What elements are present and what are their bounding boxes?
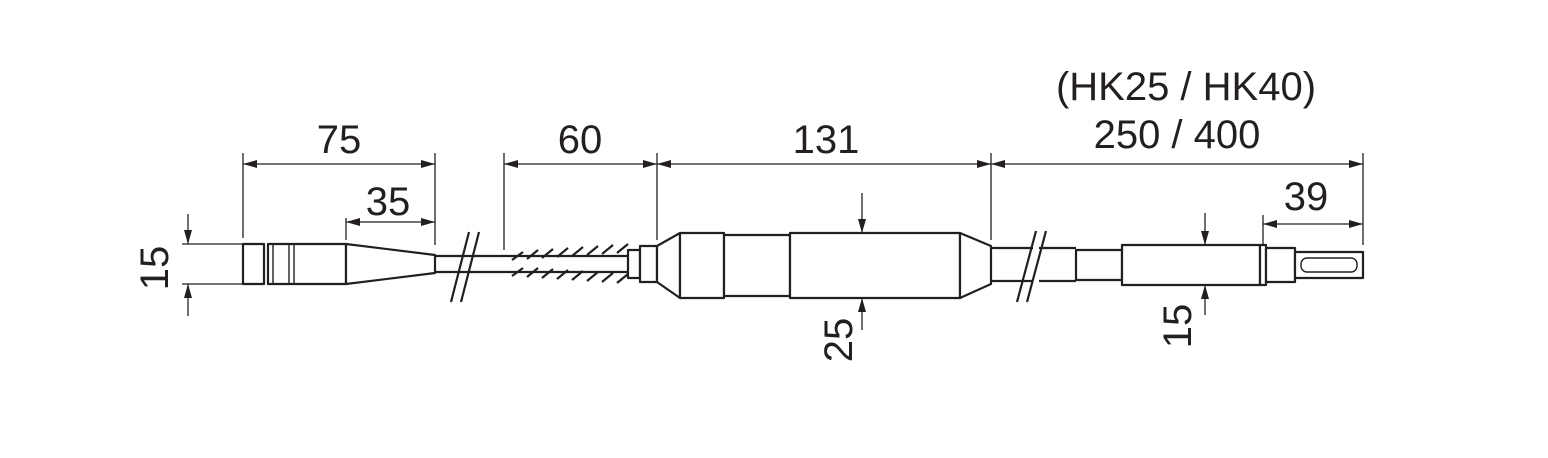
connector-plug	[241, 242, 437, 286]
dimension-60-label: 60	[558, 118, 603, 162]
dimension-35-label: 35	[366, 180, 411, 224]
dimension-60	[503, 153, 658, 250]
dimension-250-400-label: 250 / 400	[1094, 113, 1261, 157]
strain-relief-spring	[504, 243, 642, 284]
probe-handle	[638, 231, 993, 300]
dimension-15-left-label: 15	[133, 246, 177, 291]
model-variant-label: (HK25 / HK40)	[1056, 65, 1316, 109]
dimension-131-label: 131	[793, 118, 860, 162]
sensor-head	[1074, 243, 1365, 287]
dimension-131	[657, 153, 992, 240]
dimension-25-label: 25	[817, 318, 861, 363]
dimension-15-right-label: 15	[1156, 304, 1200, 349]
cable-segment-middle	[468, 254, 504, 274]
dimension-250-400	[991, 153, 1364, 245]
dimension-39	[1262, 215, 1363, 245]
dimension-15-right	[1201, 213, 1209, 315]
dimension-39-label: 39	[1284, 175, 1329, 219]
dimension-25	[858, 193, 866, 330]
probe-shaft	[991, 246, 1076, 283]
shaft-break-symbol	[1015, 230, 1048, 303]
dimension-75-label: 75	[317, 118, 362, 162]
dimension-35	[345, 218, 435, 240]
dimension-75	[242, 153, 436, 245]
dimension-15-left	[182, 214, 243, 316]
cable-break-symbol-left	[449, 231, 481, 303]
